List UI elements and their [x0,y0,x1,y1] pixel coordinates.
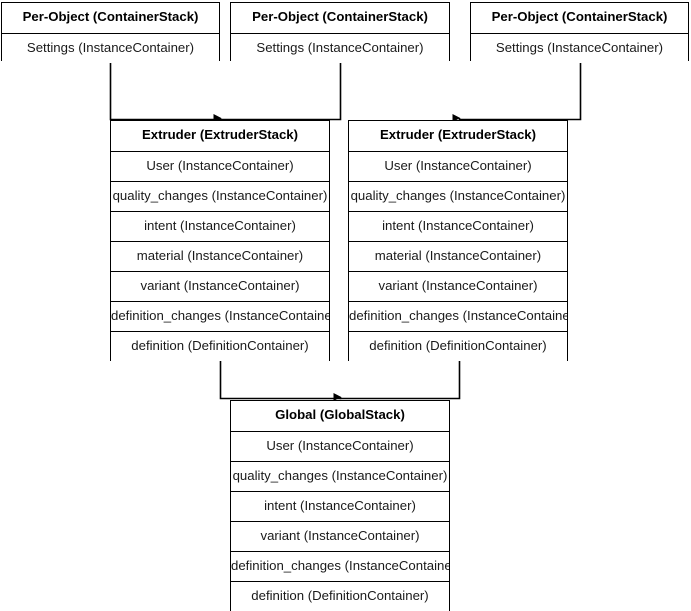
node-row-variant: variant (InstanceContainer) [111,271,329,301]
node-row-material: material (InstanceContainer) [349,241,567,271]
node-row-user: User (InstanceContainer) [231,431,449,461]
node-row-quality-changes: quality_changes (InstanceContainer) [231,461,449,491]
node-row-definition-changes: definition_changes (InstanceContainer) [349,301,567,331]
node-header: Per-Object (ContainerStack) [2,3,219,33]
node-row-definition: definition (DefinitionContainer) [231,581,449,611]
node-per-object-3[interactable]: Per-Object (ContainerStack) Settings (In… [470,2,689,63]
node-row-variant: variant (InstanceContainer) [349,271,567,301]
node-header: Global (GlobalStack) [231,401,449,431]
node-row-quality-changes: quality_changes (InstanceContainer) [349,181,567,211]
node-row-definition-changes: definition_changes (InstanceContainer) [231,551,449,581]
edge-extruder-2-to-global [339,359,461,400]
node-header: Per-Object (ContainerStack) [231,3,449,33]
node-row-user: User (InstanceContainer) [111,151,329,181]
edge-per-object-2-to-extruder-1 [219,59,342,121]
node-header: Extruder (ExtruderStack) [349,121,567,151]
node-row-intent: intent (InstanceContainer) [349,211,567,241]
node-row-settings: Settings (InstanceContainer) [471,33,688,63]
node-row-settings: Settings (InstanceContainer) [2,33,219,63]
node-row-definition: definition (DefinitionContainer) [111,331,329,361]
node-extruder-2[interactable]: Extruder (ExtruderStack) User (InstanceC… [348,120,568,361]
node-row-intent: intent (InstanceContainer) [231,491,449,521]
node-row-quality-changes: quality_changes (InstanceContainer) [111,181,329,211]
node-per-object-2[interactable]: Per-Object (ContainerStack) Settings (In… [230,2,450,63]
edge-per-object-1-to-extruder-1 [109,59,222,121]
node-row-intent: intent (InstanceContainer) [111,211,329,241]
node-row-user: User (InstanceContainer) [349,151,567,181]
node-row-definition: definition (DefinitionContainer) [349,331,567,361]
node-header: Per-Object (ContainerStack) [471,3,688,33]
node-header: Extruder (ExtruderStack) [111,121,329,151]
node-row-definition-changes: definition_changes (InstanceContainer) [111,301,329,331]
edge-per-object-3-to-extruder-2 [458,59,582,121]
node-row-variant: variant (InstanceContainer) [231,521,449,551]
node-extruder-1[interactable]: Extruder (ExtruderStack) User (InstanceC… [110,120,330,361]
edge-extruder-1-to-global [219,359,342,400]
node-global[interactable]: Global (GlobalStack) User (InstanceConta… [230,400,450,611]
node-row-settings: Settings (InstanceContainer) [231,33,449,63]
node-per-object-1[interactable]: Per-Object (ContainerStack) Settings (In… [1,2,220,63]
node-row-material: material (InstanceContainer) [111,241,329,271]
